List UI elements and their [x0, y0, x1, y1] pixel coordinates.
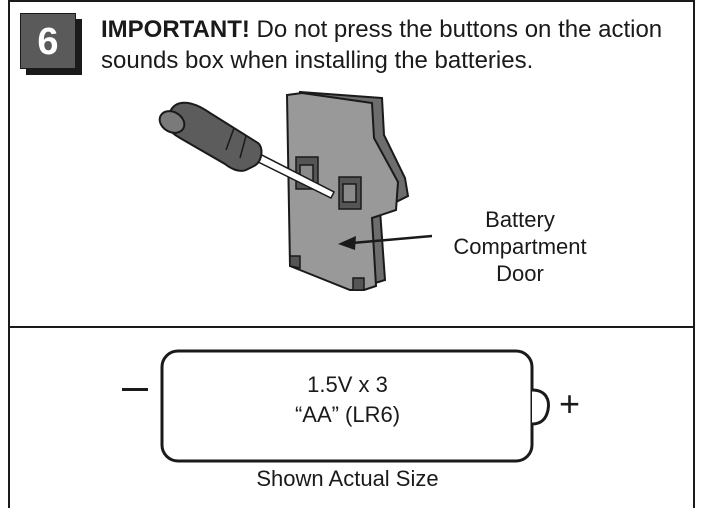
battery-spec: 1.5V x 3 “AA” (LR6) — [165, 370, 530, 430]
step-number: 6 — [20, 13, 76, 69]
battery-type: “AA” (LR6) — [294, 402, 401, 427]
callout-line-3: Door — [496, 261, 544, 286]
step-number-badge: 6 — [20, 13, 84, 75]
callout-line-1: Battery — [485, 207, 555, 232]
instruction-panel — [8, 0, 695, 508]
important-label: IMPORTANT! — [101, 16, 250, 43]
panel-divider — [8, 326, 695, 328]
instruction-body: Do not press the buttons on the action s… — [101, 16, 663, 74]
screwdriver-cap — [158, 110, 186, 134]
plus-sign: + — [559, 383, 581, 424]
callout-arrow-line — [351, 234, 433, 245]
minus-sign — [122, 388, 148, 391]
box-foot-right — [352, 277, 365, 291]
screwdriver-grip-line — [225, 127, 235, 151]
screwdriver-grip-line — [239, 135, 247, 159]
battery-terminal — [531, 388, 550, 426]
instruction-text: IMPORTANT! Do not press the buttons on t… — [101, 14, 691, 76]
battery-door-callout: Battery Compartment Door — [420, 206, 620, 287]
battery-caption: Shown Actual Size — [256, 466, 439, 491]
callout-arrow-head — [338, 236, 356, 250]
screwdriver-handle — [165, 101, 263, 172]
battery-voltage: 1.5V x 3 — [307, 372, 388, 397]
box-foot-left — [289, 255, 301, 269]
callout-line-2: Compartment — [453, 234, 587, 259]
screw-right — [342, 183, 357, 203]
